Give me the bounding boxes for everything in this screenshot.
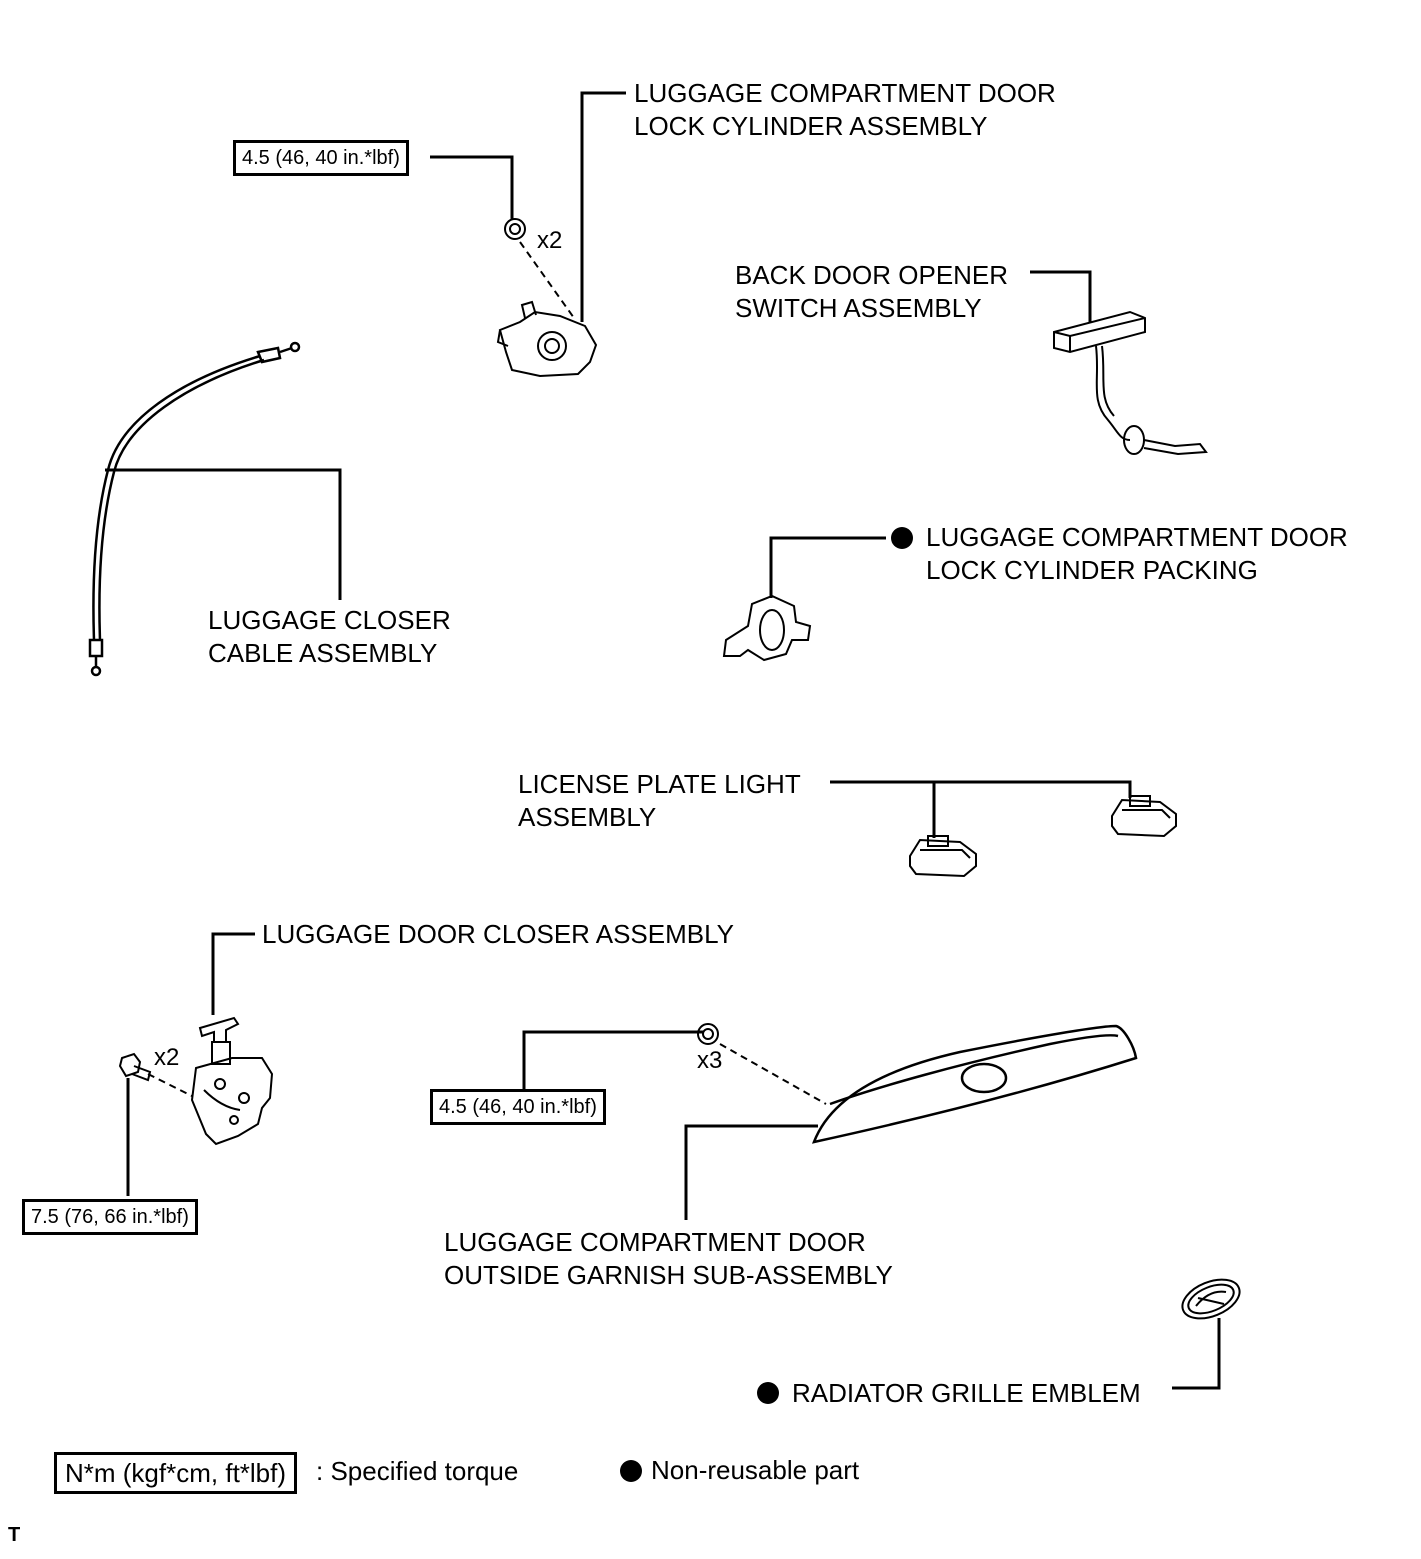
non-reusable-mark-packing <box>891 527 913 549</box>
qty-lock-cylinder-nut: x2 <box>537 227 563 254</box>
license-light-label-1: LICENSE PLATE LIGHT <box>518 769 801 799</box>
dash-lock-nut <box>519 241 575 319</box>
closer-bolt-icon <box>118 1052 152 1082</box>
leader-opener-switch <box>1030 270 1092 322</box>
leader-cylinder-packing <box>769 536 886 598</box>
license-light-right-icon <box>1111 795 1177 838</box>
door-closer-icon <box>190 1016 274 1146</box>
qty-garnish-nut: x3 <box>697 1047 723 1074</box>
opener-switch-label-2: SWITCH ASSEMBLY <box>735 293 982 323</box>
grille-emblem-label: RADIATOR GRILLE EMBLEM <box>792 1378 1141 1408</box>
leader-lock-cylinder <box>580 91 626 322</box>
opener-switch-icon <box>1053 310 1208 456</box>
lock-cylinder-icon <box>496 300 598 378</box>
lock-cylinder-label-2: LOCK CYLINDER ASSEMBLY <box>634 111 988 141</box>
lock-cylinder-nut-icon <box>504 218 526 240</box>
outside-garnish-label-2: OUTSIDE GARNISH SUB-ASSEMBLY <box>444 1260 893 1290</box>
qty-closer-bolt: x2 <box>154 1044 180 1071</box>
torque-garnish-nut: 4.5 (46, 40 in.*lbf) <box>430 1089 606 1125</box>
leader-grille-emblem <box>1172 1318 1221 1390</box>
closer-cable-icon <box>88 341 301 677</box>
leader-door-closer <box>211 932 255 1015</box>
closer-cable-label-2: CABLE ASSEMBLY <box>208 638 438 668</box>
leader-outside-garnish <box>684 1124 818 1220</box>
leader-torque-lock-nut <box>430 155 514 220</box>
grille-emblem-icon <box>1181 1278 1241 1320</box>
cylinder-packing-icon <box>722 594 812 662</box>
license-light-label-2: ASSEMBLY <box>518 802 657 832</box>
closer-cable-label-1: LUGGAGE CLOSER <box>208 605 451 635</box>
outside-garnish-label-1: LUGGAGE COMPARTMENT DOOR <box>444 1227 866 1257</box>
torque-lock-cylinder-nut: 4.5 (46, 40 in.*lbf) <box>233 140 409 176</box>
door-closer-label: LUGGAGE DOOR CLOSER ASSEMBLY <box>262 919 734 949</box>
opener-switch-label-1: BACK DOOR OPENER <box>735 260 1009 290</box>
outside-garnish-icon <box>812 1024 1138 1144</box>
leader-torque-garnish-nut <box>522 1030 704 1090</box>
leader-closer-cable <box>105 468 342 600</box>
cylinder-packing-label-2: LOCK CYLINDER PACKING <box>926 555 1258 585</box>
lock-cylinder-label-1: LUGGAGE COMPARTMENT DOOR <box>634 78 1056 108</box>
legend-non-reusable: Non-reusable part <box>651 1455 860 1485</box>
leader-license-light <box>830 780 1132 798</box>
torque-closer-bolt: 7.5 (76, 66 in.*lbf) <box>22 1199 198 1235</box>
cylinder-packing-label-1: LUGGAGE COMPARTMENT DOOR <box>926 522 1348 552</box>
legend-non-reusable-mark <box>620 1460 642 1482</box>
garnish-nut-icon <box>697 1023 719 1045</box>
legend-torque-unit: N*m (kgf*cm, ft*lbf) <box>54 1452 298 1494</box>
dash-closer-bolt <box>147 1073 193 1097</box>
corner-mark: T <box>8 1524 21 1546</box>
license-light-left-icon <box>909 835 977 878</box>
dash-garnish-nut <box>719 1043 827 1105</box>
non-reusable-mark-emblem <box>757 1382 779 1404</box>
legend-torque-desc: : Specified torque <box>316 1456 519 1486</box>
